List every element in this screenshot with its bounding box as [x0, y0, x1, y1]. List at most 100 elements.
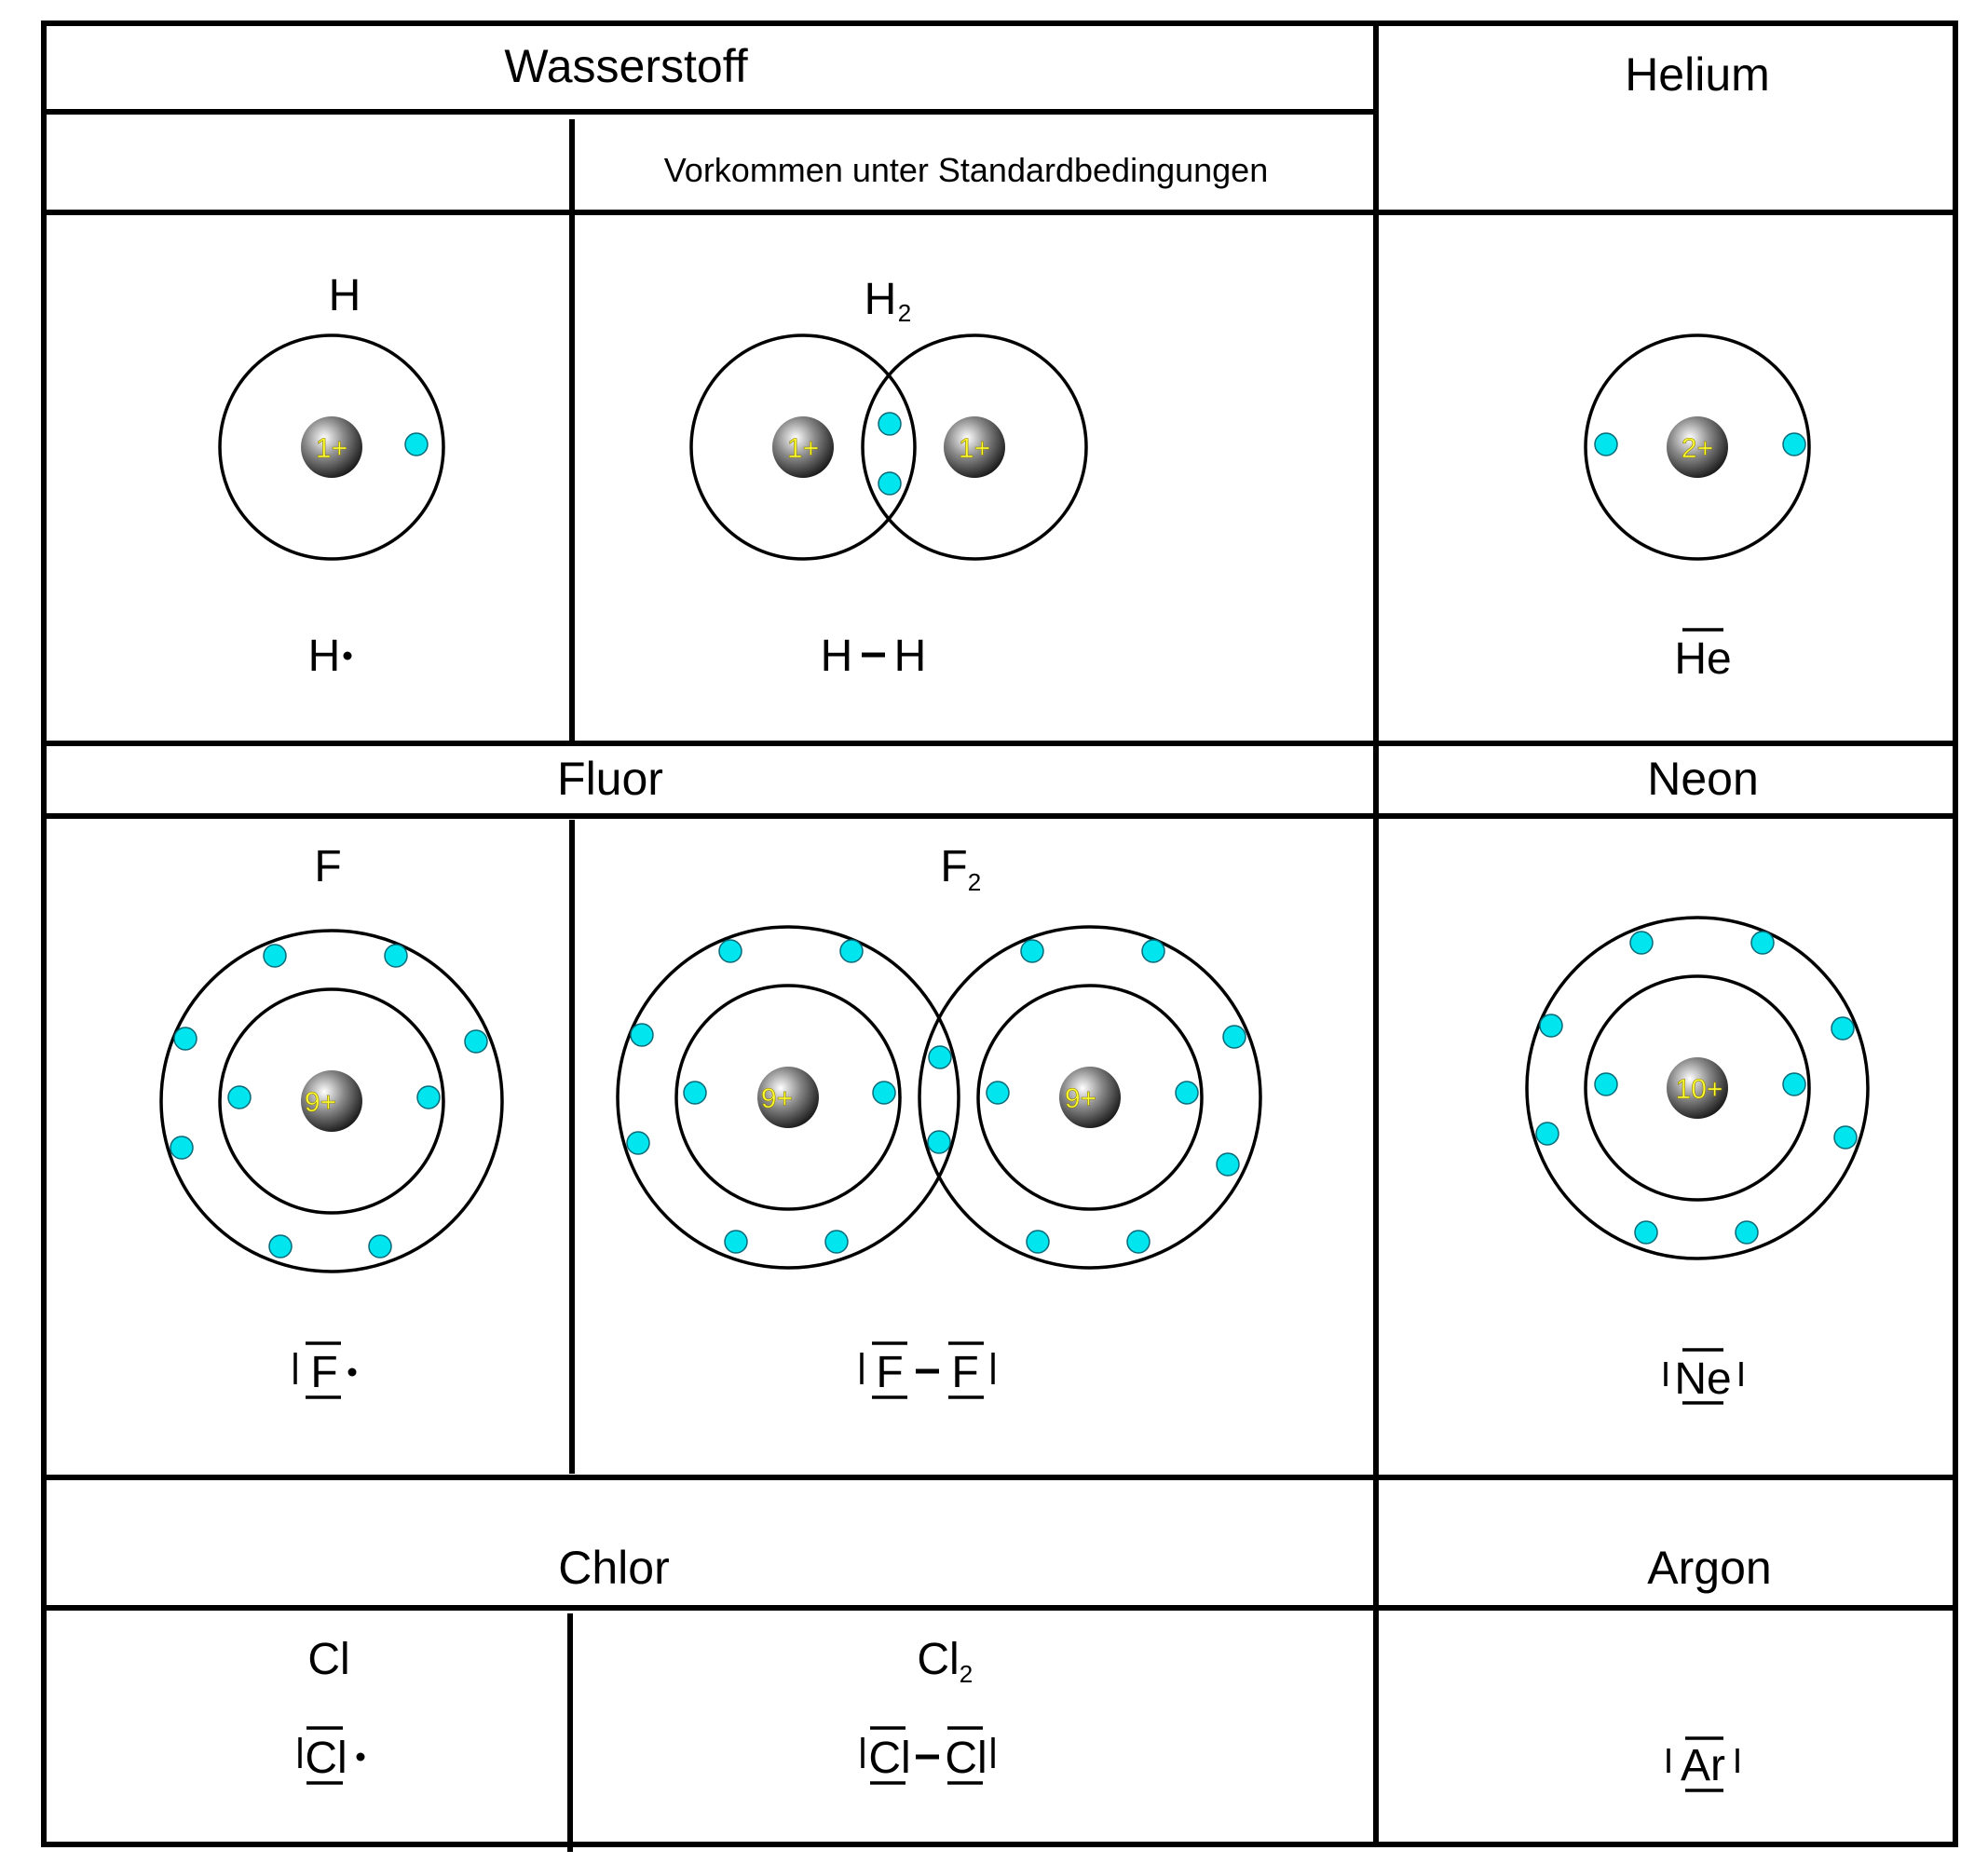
- electron: [1175, 1081, 1199, 1105]
- electron: [1735, 1220, 1759, 1245]
- fluorine-outer-shell-right: [918, 925, 1262, 1270]
- electron: [404, 432, 429, 456]
- chlorine-molecule-index: 2: [960, 1660, 973, 1688]
- table-grid: [41, 20, 1958, 1852]
- neon-cell: 10+ Ne: [1525, 916, 1870, 1405]
- hydrogen-lewis-left: H: [821, 632, 853, 681]
- electron: [1629, 931, 1654, 955]
- electron: [173, 1027, 197, 1051]
- hydrogen-nucleus-right: [944, 416, 1005, 478]
- electron: [1750, 931, 1775, 955]
- hydrogen-nucleus: [301, 416, 362, 478]
- neon-charge: 10+: [1676, 1074, 1723, 1105]
- electron: [1026, 1230, 1050, 1254]
- chlorine-lewis-right: Cl: [945, 1734, 987, 1783]
- electron: [878, 471, 902, 496]
- hydrogen-molecule-cell: H 2 1+ 1+ H H: [689, 275, 1088, 681]
- electron: [1831, 1016, 1855, 1041]
- fluorine-charge-right: 9+: [1065, 1083, 1096, 1114]
- chlorine-molecule-symbol: Cl: [917, 1635, 959, 1684]
- electron: [1782, 432, 1806, 456]
- electron: [872, 1081, 896, 1105]
- neon-outer-shell: [1525, 916, 1870, 1260]
- fluorine-molecule-symbol: F: [940, 842, 967, 891]
- electron: [718, 939, 742, 963]
- hydrogen-shell: [218, 333, 445, 561]
- helium-cell: 2+ He: [1584, 333, 1811, 684]
- header-fluor: Fluor: [557, 753, 663, 805]
- hydrogen-shell-left: [689, 333, 917, 561]
- header-wasserstoff: Wasserstoff: [504, 40, 747, 92]
- hydrogen-molecule-symbol: H: [865, 275, 897, 324]
- hydrogen-shell-right: [861, 333, 1088, 561]
- fluorine-atom-symbol: F: [314, 842, 341, 891]
- electron: [268, 1234, 293, 1259]
- electron: [928, 1045, 952, 1069]
- header-helium: Helium: [1625, 48, 1770, 101]
- electron: [384, 944, 408, 968]
- argon-cell: Ar: [1667, 1736, 1739, 1792]
- chlorine-lewis-left: Cl: [868, 1734, 910, 1783]
- argon-lewis: Ar: [1681, 1741, 1725, 1790]
- electron: [1833, 1125, 1858, 1150]
- electron: [1126, 1230, 1151, 1254]
- chlorine-atom-symbol: Cl: [307, 1635, 349, 1684]
- electron: [368, 1234, 392, 1259]
- electron: [824, 1230, 849, 1254]
- radical-dot: [343, 651, 352, 660]
- helium-lewis: He: [1674, 634, 1731, 684]
- fluorine-inner-shell-left: [674, 984, 902, 1211]
- fluorine-inner-shell: [218, 987, 445, 1215]
- electron: [1634, 1220, 1658, 1245]
- electron: [1222, 1025, 1246, 1049]
- header-standard-conditions: Vorkommen unter Standardbedingungen: [664, 151, 1268, 189]
- electron: [1782, 1072, 1806, 1096]
- electron: [1594, 1072, 1618, 1096]
- header-argon: Argon: [1647, 1542, 1771, 1594]
- neon-nucleus: [1667, 1057, 1728, 1119]
- fluorine-molecule-cell: F 2 9+ 9+ F: [616, 842, 1262, 1399]
- fluorine-charge: 9+: [305, 1087, 336, 1118]
- fluorine-lewis-right: F: [951, 1348, 978, 1397]
- electron: [1020, 939, 1044, 963]
- helium-nucleus: [1667, 416, 1728, 478]
- fluorine-nucleus-left: [757, 1067, 819, 1128]
- electron: [416, 1085, 441, 1109]
- electron: [464, 1029, 488, 1054]
- hydrogen-nucleus-left: [772, 416, 834, 478]
- electron: [1594, 432, 1618, 456]
- neon-lewis: Ne: [1674, 1354, 1731, 1404]
- chlorine-atom-cell: Cl Cl: [298, 1635, 365, 1785]
- fluorine-inner-shell-right: [976, 984, 1204, 1211]
- electron: [878, 412, 902, 436]
- fluorine-nucleus-right: [1059, 1067, 1121, 1128]
- fluorine-charge-left: 9+: [761, 1083, 793, 1114]
- hydrogen-atom-cell: H 1+ H: [218, 271, 445, 681]
- header-chlor: Chlor: [558, 1542, 669, 1594]
- hydrogen-molecule-index: 2: [898, 299, 911, 327]
- hydrogen-charge-left: 1+: [787, 433, 819, 464]
- fluorine-lewis-left: F: [876, 1348, 903, 1397]
- electron: [839, 939, 864, 963]
- hydrogen-lewis-right: H: [894, 632, 927, 681]
- fluorine-molecule-index: 2: [968, 868, 981, 896]
- helium-charge: 2+: [1682, 433, 1713, 464]
- electron: [626, 1131, 650, 1155]
- electron: [170, 1136, 194, 1160]
- neon-inner-shell: [1584, 974, 1811, 1202]
- hydrogen-charge-right: 1+: [959, 433, 990, 464]
- electron: [1535, 1122, 1559, 1146]
- fluorine-lewis-atom: F: [310, 1348, 337, 1397]
- electron: [1141, 939, 1165, 963]
- fluorine-outer-shell-left: [616, 925, 960, 1270]
- hydrogen-lewis-atom: H: [308, 632, 341, 681]
- fluorine-outer-shell: [159, 929, 504, 1273]
- chlorine-lewis-atom: Cl: [305, 1734, 347, 1783]
- helium-shell: [1584, 333, 1811, 561]
- electron: [1539, 1014, 1563, 1038]
- electron: [683, 1081, 707, 1105]
- electron: [724, 1230, 748, 1254]
- electron: [1216, 1152, 1240, 1177]
- electron: [986, 1081, 1010, 1105]
